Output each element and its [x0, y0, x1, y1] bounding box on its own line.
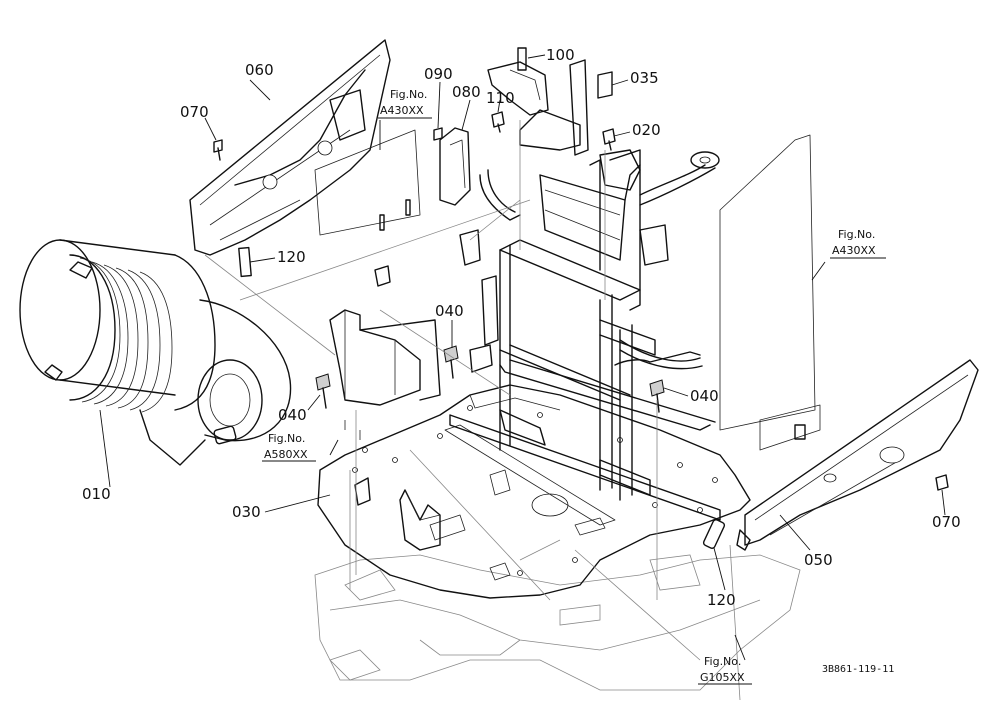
- figref-label-a580: Fig.No.: [268, 432, 305, 445]
- label-020: 020: [632, 121, 661, 139]
- label-090: 090: [424, 65, 453, 83]
- figref-label-top: Fig.No.: [390, 88, 427, 101]
- figref-label-g105: Fig.No.: [704, 655, 741, 668]
- bolts: [213, 111, 949, 549]
- right-panel: [719, 134, 821, 451]
- label-040-left: 040: [278, 406, 307, 424]
- plate-bracket: [354, 477, 441, 551]
- machine-base-outline: [314, 554, 801, 691]
- label-010: 010: [82, 485, 111, 503]
- label-030: 030: [232, 503, 261, 521]
- collar-120-right-icon: [702, 519, 726, 549]
- bolt-020-icon: [602, 128, 616, 151]
- bolt-070-left-icon: [213, 139, 223, 161]
- label-070-left: 070: [180, 103, 209, 121]
- label-040-mid: 040: [435, 302, 464, 320]
- label-110: 110: [486, 89, 515, 107]
- left-side-cover: [189, 39, 391, 278]
- bolt-110-icon: [491, 111, 505, 133]
- figref-g105: G105XX: [700, 671, 745, 684]
- air-cleaner: [19, 239, 292, 466]
- label-035: 035: [630, 69, 659, 87]
- panel-group: [314, 127, 471, 287]
- label-120-left: 120: [277, 248, 306, 266]
- label-120-right: 120: [707, 591, 736, 609]
- figref-a430-right: A430XX: [832, 244, 876, 257]
- bolt-040-left-icon: [315, 373, 331, 409]
- label-040-right: 040: [690, 387, 719, 405]
- figref-label-right: Fig.No.: [838, 228, 875, 241]
- support-bracket: [329, 275, 499, 440]
- label-060: 060: [245, 61, 274, 79]
- small-brackets: [487, 47, 641, 191]
- label-050: 050: [804, 551, 833, 569]
- assembly-lines: [204, 120, 741, 701]
- label-080: 080: [452, 83, 481, 101]
- label-070-right: 070: [932, 513, 961, 531]
- label-100: 100: [546, 46, 575, 64]
- figref-underlines: [262, 117, 886, 685]
- bolt-040-mid-icon: [443, 345, 459, 379]
- right-side-cover: [736, 359, 979, 551]
- figref-a430-top: A430XX: [380, 104, 424, 117]
- figref-a580: A580XX: [264, 448, 308, 461]
- seat-frame: [449, 109, 721, 521]
- bolt-070-right-icon: [935, 474, 949, 491]
- bolt-090-icon: [433, 127, 443, 141]
- figure-references: Fig.No. A430XX Fig.No. A580XX Fig.No. A4…: [264, 88, 876, 684]
- drawing-code: 3B861-119-11: [822, 664, 894, 675]
- bolt-040-right-icon: [649, 379, 665, 413]
- part-labels: 060 070 090 080 100 110 035 020 120 040 …: [82, 46, 961, 609]
- leaders: [99, 54, 946, 661]
- seat-base-plate: [317, 384, 751, 599]
